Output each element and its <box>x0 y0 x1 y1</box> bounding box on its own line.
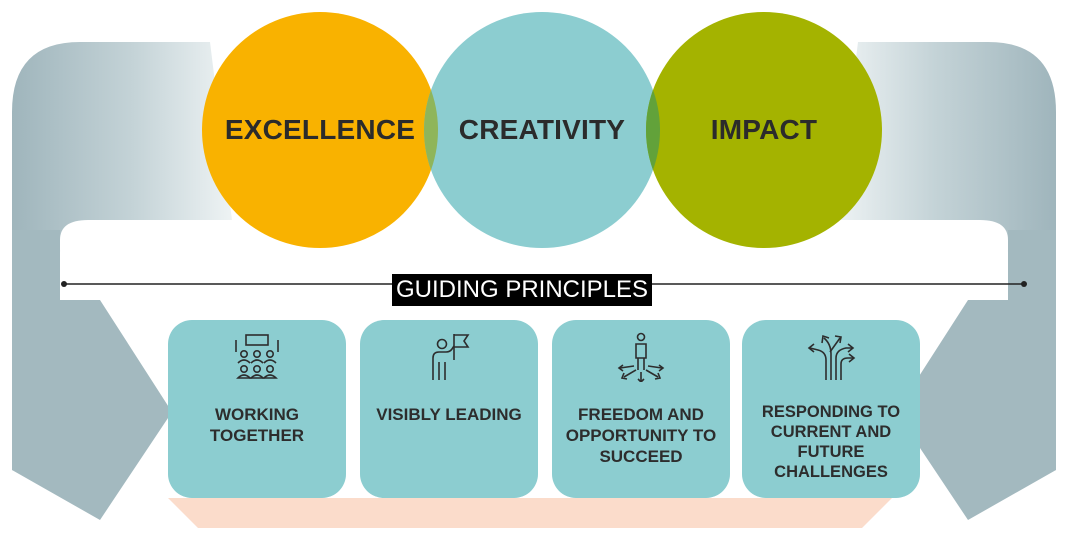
principle-label: FREEDOM AND OPPORTUNITY TO SUCCEED <box>565 405 717 466</box>
team-meeting-icon <box>235 334 279 379</box>
right-arrow-tail <box>896 230 1056 520</box>
principle-label: WORKING TOGETHER <box>209 405 305 445</box>
guiding-line-left-dot <box>61 281 67 287</box>
person-paths-icon <box>617 332 665 382</box>
creativity-circle <box>424 12 660 248</box>
principle-card-visibly-leading: VISIBLY LEADING <box>360 320 538 498</box>
impact-circle <box>646 12 882 248</box>
guiding-line-right-dot <box>1021 281 1027 287</box>
peach-band <box>168 498 892 528</box>
guiding-principles-title: GUIDING PRINCIPLES <box>392 274 653 306</box>
principle-label: VISIBLY LEADING <box>376 405 522 424</box>
excellence-circle <box>202 12 438 248</box>
left-arrow-tail <box>12 230 172 520</box>
principle-card-freedom: FREEDOM AND OPPORTUNITY TO SUCCEED <box>552 320 730 498</box>
creativity-label: CREATIVITY <box>458 114 626 145</box>
principle-card-responding: RESPONDING TO CURRENT AND FUTURE CHALLEN… <box>742 320 920 498</box>
principle-label: RESPONDING TO CURRENT AND FUTURE CHALLEN… <box>761 403 901 481</box>
principle-card-working-together: WORKING TOGETHER <box>168 320 346 498</box>
excellence-label: EXCELLENCE <box>224 114 416 145</box>
person-flag-icon <box>432 334 470 380</box>
branching-arrows-icon <box>807 334 856 380</box>
impact-label: IMPACT <box>710 114 818 145</box>
